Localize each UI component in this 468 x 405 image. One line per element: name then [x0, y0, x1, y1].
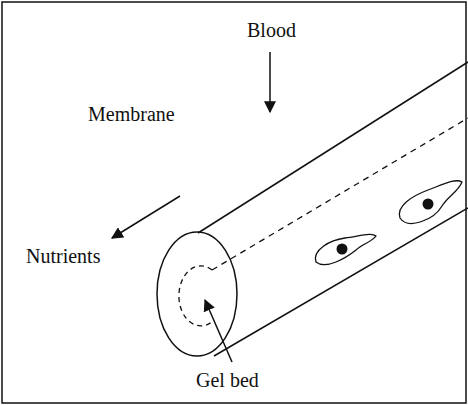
gel-bed-line [212, 118, 468, 270]
cell [315, 234, 376, 264]
part-label: Gel bed [196, 370, 259, 390]
membrane-end [157, 232, 237, 356]
gel-bed-outline [179, 266, 214, 326]
nutrients-arrow [112, 196, 180, 238]
cell [399, 181, 462, 224]
gel-bed-leader [205, 300, 232, 362]
flow-label: Nutrients [26, 246, 100, 266]
blood-arrow [269, 52, 271, 112]
cell-nucleus [423, 199, 434, 210]
flow-label: Blood [247, 20, 296, 40]
part-label: Membrane [88, 104, 175, 124]
tube-wall [198, 62, 468, 233]
cell-nucleus [337, 244, 348, 255]
tube-wall [214, 208, 468, 356]
